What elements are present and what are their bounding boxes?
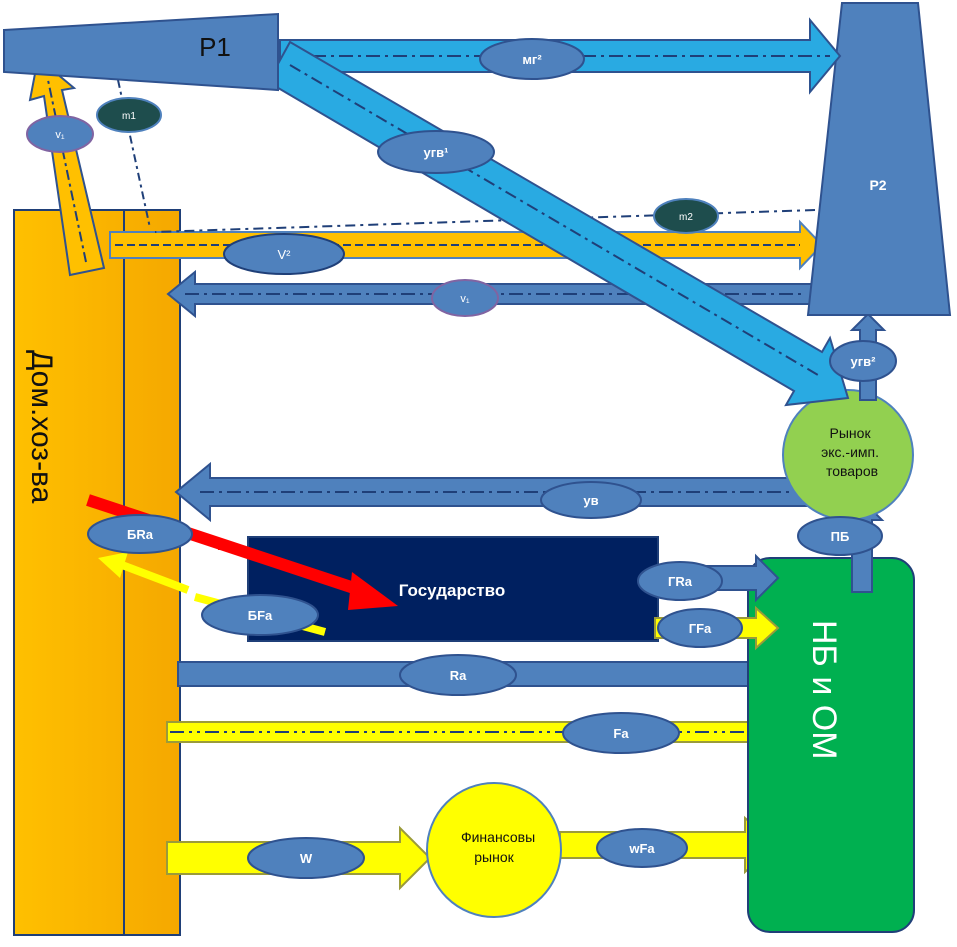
p1-block: P1 (3, 12, 279, 92)
label-mg2-text: мг² (522, 52, 542, 67)
label-v2-text: V² (278, 247, 292, 262)
label-ra: Ra (399, 654, 517, 696)
market-line-3: товаров (826, 463, 878, 479)
label-bfa-text: БFa (248, 608, 273, 623)
import-export-market-label: Рынок экс.-имп. товаров (821, 425, 883, 479)
label-m2-text: m2 (679, 212, 693, 223)
financial-market-node: Финансовы рынок (426, 782, 562, 918)
label-pb: ПБ (797, 516, 883, 556)
state-block: Государство (247, 536, 659, 642)
label-mg2: мг² (479, 38, 585, 80)
label-ugv2-text: угв² (851, 354, 877, 369)
label-m1: m1 (96, 97, 162, 133)
label-v1-left: v₁ (26, 115, 94, 153)
label-ugv1-text: угв¹ (424, 145, 449, 160)
households-label: Дом.хоз-ва (25, 350, 58, 504)
label-m2: m2 (653, 198, 719, 234)
label-bra-text: БRa (127, 527, 154, 542)
label-fa: Fa (562, 712, 680, 754)
label-gra-text: ГRa (668, 574, 693, 589)
market-line-2: экс.-имп. (821, 444, 879, 460)
label-w-text: W (300, 851, 313, 866)
p1-label: P1 (199, 32, 231, 62)
p2-block: P2 (806, 1, 952, 316)
label-w: W (247, 837, 365, 879)
ugv1-flow-arrow (266, 40, 850, 407)
label-gfa-text: ГFa (689, 621, 712, 636)
households-block: Дом.хоз-ва (13, 209, 181, 936)
v2-flow-arrow (109, 219, 824, 271)
nb-om-label: НБ и ОМ (805, 620, 843, 760)
state-label: Государство (399, 581, 505, 600)
label-v1-mid-text: v₁ (460, 293, 470, 305)
label-v1-mid: v₁ (431, 279, 499, 317)
label-gfa: ГFa (657, 608, 743, 648)
label-ugv1: угв¹ (377, 130, 495, 174)
bra-yellow-arrow (98, 552, 190, 594)
fin-market-line-1: Финансовы (461, 829, 535, 845)
label-v1-left-text: v₁ (55, 129, 65, 141)
financial-market-label: Финансовы рынок (461, 829, 539, 865)
uv-flow-arrow (174, 461, 819, 523)
m2-dashdot-line (154, 209, 816, 233)
label-ra-text: Ra (450, 668, 467, 683)
label-bra: БRa (87, 514, 193, 554)
label-pb-text: ПБ (831, 529, 850, 544)
market-line-1: Рынок (830, 425, 872, 441)
label-fa-text: Fa (613, 726, 629, 741)
label-v2: V² (223, 233, 345, 275)
label-uv: ув (540, 481, 642, 519)
fa-flow-arrow (166, 707, 778, 757)
label-wfa: wFa (596, 828, 688, 868)
label-ugv2: угв² (829, 340, 897, 382)
label-m1-text: m1 (122, 111, 136, 122)
p2-label: P2 (869, 177, 886, 193)
label-uv-text: ув (583, 493, 598, 508)
label-bfa: БFa (201, 594, 319, 636)
nb-om-block: НБ и ОМ (747, 557, 915, 933)
label-wfa-text: wFa (628, 841, 655, 856)
import-export-market-node: Рынок экс.-имп. товаров (782, 389, 914, 521)
label-gra: ГRa (637, 561, 723, 601)
fin-market-line-2: рынок (474, 849, 514, 865)
